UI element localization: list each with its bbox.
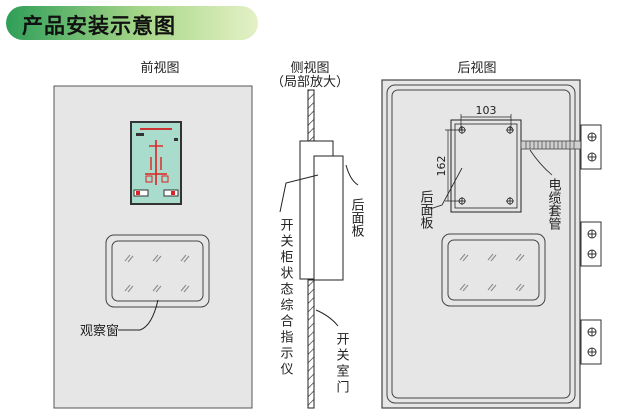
cable-conduit	[520, 140, 582, 150]
svg-text:后面板: 后面板	[418, 190, 434, 230]
title-banner	[6, 6, 258, 40]
rear-observation-window	[441, 233, 546, 307]
rear-panel	[450, 119, 522, 213]
door-leader-line	[315, 309, 339, 327]
window-label: 观察窗	[80, 323, 119, 339]
page-title: 产品安装示意图	[22, 14, 176, 38]
mounting-bracket-top	[580, 124, 602, 170]
side-panel-leader	[345, 164, 359, 186]
side-rear-panel	[313, 155, 344, 281]
side-panel-label: 后面板	[349, 198, 365, 238]
mounting-bracket-bottom	[580, 319, 602, 365]
width-dimension: 103	[460, 104, 512, 130]
svg-text:开关室门: 开关室门	[334, 332, 350, 396]
rear-view-label: 后视图	[457, 61, 496, 76]
front-observation-window	[105, 234, 210, 308]
door-label: 开关室门	[334, 332, 350, 396]
rear-cabinet-outer	[381, 79, 581, 409]
side-view-sublabel: （局部放大）	[271, 75, 349, 90]
svg-text:103: 103	[476, 104, 497, 117]
cable-label: 电缆套管	[546, 178, 562, 231]
rear-panel-leader	[429, 167, 463, 210]
svg-text:162: 162	[435, 156, 448, 177]
cable-leader	[529, 149, 553, 176]
rear-panel-label: 后面板	[418, 190, 434, 230]
svg-text:电缆套管: 电缆套管	[546, 178, 562, 231]
svg-text:开关柜状态综合指示仪: 开关柜状态综合指示仪	[278, 218, 294, 378]
window-leader-line	[118, 299, 159, 331]
side-view-label: 侧视图	[290, 61, 329, 76]
mounting-bracket-middle	[580, 221, 602, 267]
device-label: 开关柜状态综合指示仪	[278, 218, 294, 378]
indicator-device	[130, 121, 182, 205]
svg-text:后面板: 后面板	[349, 198, 365, 238]
height-dimension: 162	[435, 129, 462, 202]
side-door-lower	[307, 279, 315, 409]
device-leader-line	[279, 174, 319, 213]
rear-cabinet-frame	[386, 84, 576, 404]
front-view-label: 前视图	[140, 60, 179, 76]
